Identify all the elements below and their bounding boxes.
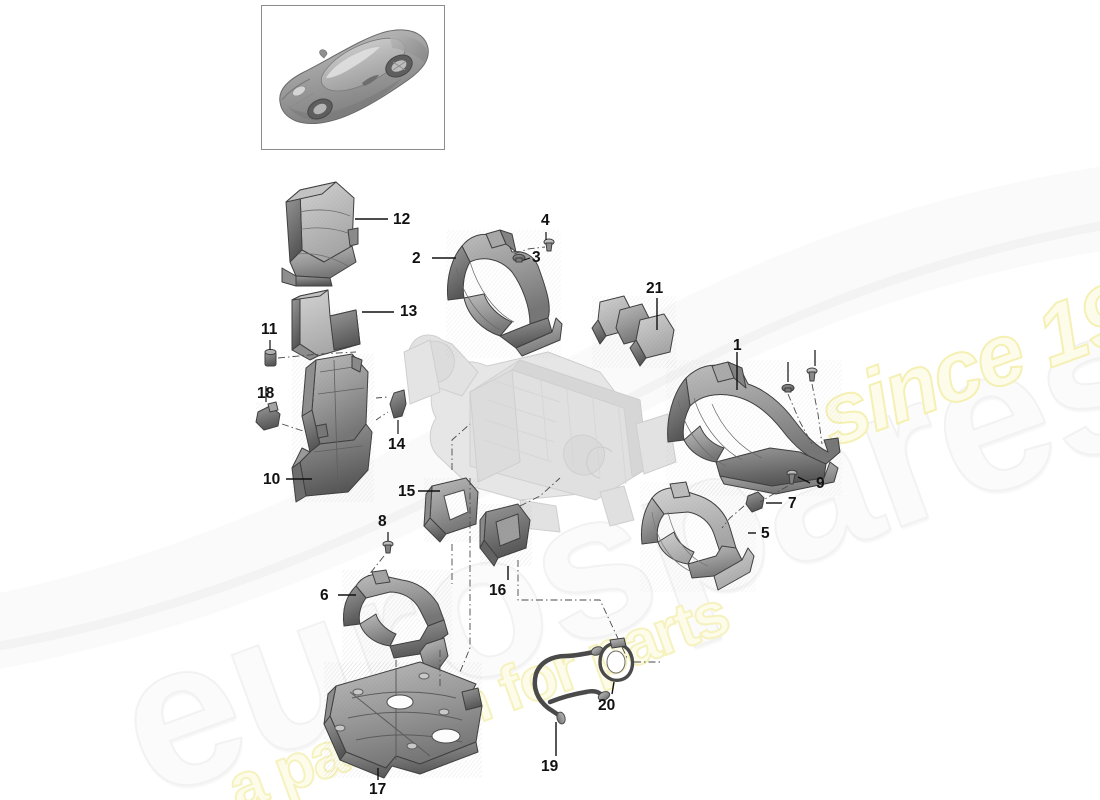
callout-1[interactable]: 1 bbox=[733, 337, 742, 354]
part-11-bush-grommet[interactable] bbox=[264, 348, 277, 367]
part-17-underbody-cover-panel[interactable] bbox=[323, 661, 483, 779]
callout-2[interactable]: 2 bbox=[412, 250, 421, 267]
part-19-drain-hose-bracket[interactable] bbox=[532, 649, 605, 719]
callout-18[interactable]: 18 bbox=[257, 385, 275, 402]
callout-17[interactable]: 17 bbox=[369, 781, 387, 798]
callout-19[interactable]: 19 bbox=[541, 758, 559, 775]
callout-20[interactable]: 20 bbox=[598, 697, 616, 714]
callout-8[interactable]: 8 bbox=[378, 513, 387, 530]
callout-21[interactable]: 21 bbox=[646, 280, 664, 297]
callout-10[interactable]: 10 bbox=[263, 471, 281, 488]
callout-6[interactable]: 6 bbox=[320, 587, 329, 604]
part-3-grommet-seal-right[interactable] bbox=[781, 383, 795, 393]
callout-7[interactable]: 7 bbox=[788, 495, 797, 512]
part-7-expanding-nut[interactable] bbox=[745, 491, 765, 513]
part-20-hose-clamp[interactable] bbox=[598, 637, 635, 682]
callout-4[interactable]: 4 bbox=[541, 212, 550, 229]
part-5-air-duct-rear-footwell[interactable] bbox=[640, 481, 756, 592]
part-16-duct-adapter-right[interactable] bbox=[479, 503, 532, 567]
callout-9[interactable]: 9 bbox=[816, 475, 825, 492]
part-18-retainer-clip-left[interactable] bbox=[255, 401, 281, 431]
callout-3[interactable]: 3 bbox=[532, 249, 541, 266]
part-2-air-duct-curved-upper[interactable] bbox=[446, 229, 563, 358]
callout-15[interactable]: 15 bbox=[398, 483, 416, 500]
callout-14[interactable]: 14 bbox=[388, 436, 406, 453]
part-21-mounting-clip-pair[interactable] bbox=[591, 295, 676, 368]
callout-5[interactable]: 5 bbox=[761, 525, 770, 542]
part-12-air-duct-defroster[interactable] bbox=[281, 181, 359, 287]
part-14-clip-bracket[interactable] bbox=[389, 389, 407, 419]
part-3-grommet-seal-upper[interactable] bbox=[512, 253, 526, 263]
callout-13[interactable]: 13 bbox=[400, 303, 418, 320]
part-15-duct-adapter-left[interactable] bbox=[423, 477, 480, 543]
callout-11[interactable]: 11 bbox=[261, 321, 278, 338]
sports-car-icon bbox=[279, 29, 429, 124]
part-10-trim-panel-left[interactable] bbox=[291, 353, 374, 503]
part-8-screw-small[interactable] bbox=[382, 540, 394, 554]
part-13-air-duct-short-elbow[interactable] bbox=[291, 289, 361, 361]
callout-16[interactable]: 16 bbox=[489, 582, 507, 599]
callout-12[interactable]: 12 bbox=[393, 211, 411, 228]
vehicle-thumbnail[interactable] bbox=[261, 5, 445, 150]
